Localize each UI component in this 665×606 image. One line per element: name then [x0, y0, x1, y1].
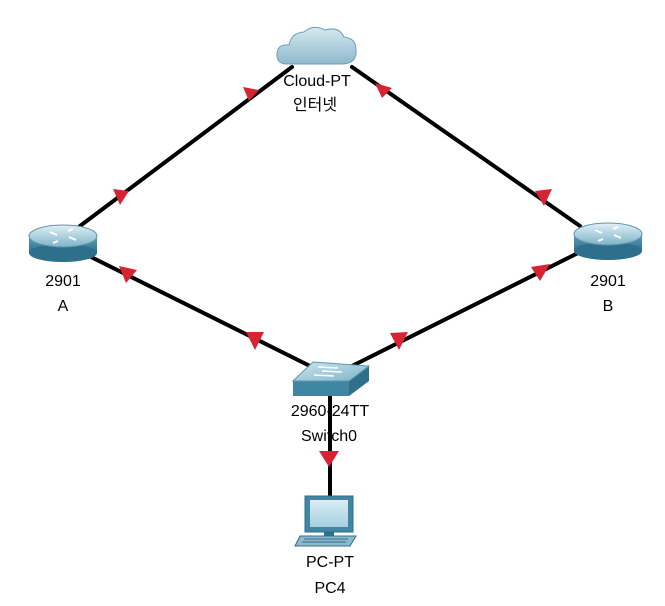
router-b-name-label: B [603, 298, 614, 315]
cloud-name-label: 인터넷 [293, 96, 337, 114]
link-status-indicator [113, 189, 129, 205]
link-status-indicator [375, 83, 392, 98]
link-status-indicator [390, 332, 408, 350]
pc-name-label: PC4 [314, 580, 345, 597]
link-router-a-switch[interactable] [83, 252, 324, 374]
router-a-name-label: A [58, 298, 69, 315]
link-status-indicator [535, 189, 552, 206]
link-status-indicator [243, 87, 259, 101]
pc-icon[interactable] [294, 495, 357, 547]
link-cloud-router-a[interactable] [78, 65, 294, 228]
router-b-model-label: 2901 [590, 273, 626, 290]
cloud-icon[interactable] [276, 26, 357, 65]
router-a-model-label: 2901 [45, 273, 81, 290]
switch-name-label: Switch0 [301, 428, 357, 445]
link-status-indicator [246, 332, 264, 350]
router-b-icon[interactable] [573, 222, 643, 260]
router-a-icon[interactable] [28, 224, 98, 262]
link-status-indicator [319, 451, 339, 467]
switch-model-label: 2960-24TT [291, 403, 369, 420]
cloud-model-label: Cloud-PT [283, 73, 351, 90]
link-status-indicator [119, 266, 137, 283]
pc-model-label: PC-PT [306, 554, 354, 571]
switch-icon[interactable] [291, 361, 371, 396]
link-status-indicators [113, 83, 552, 467]
link-status-indicator [531, 264, 550, 281]
